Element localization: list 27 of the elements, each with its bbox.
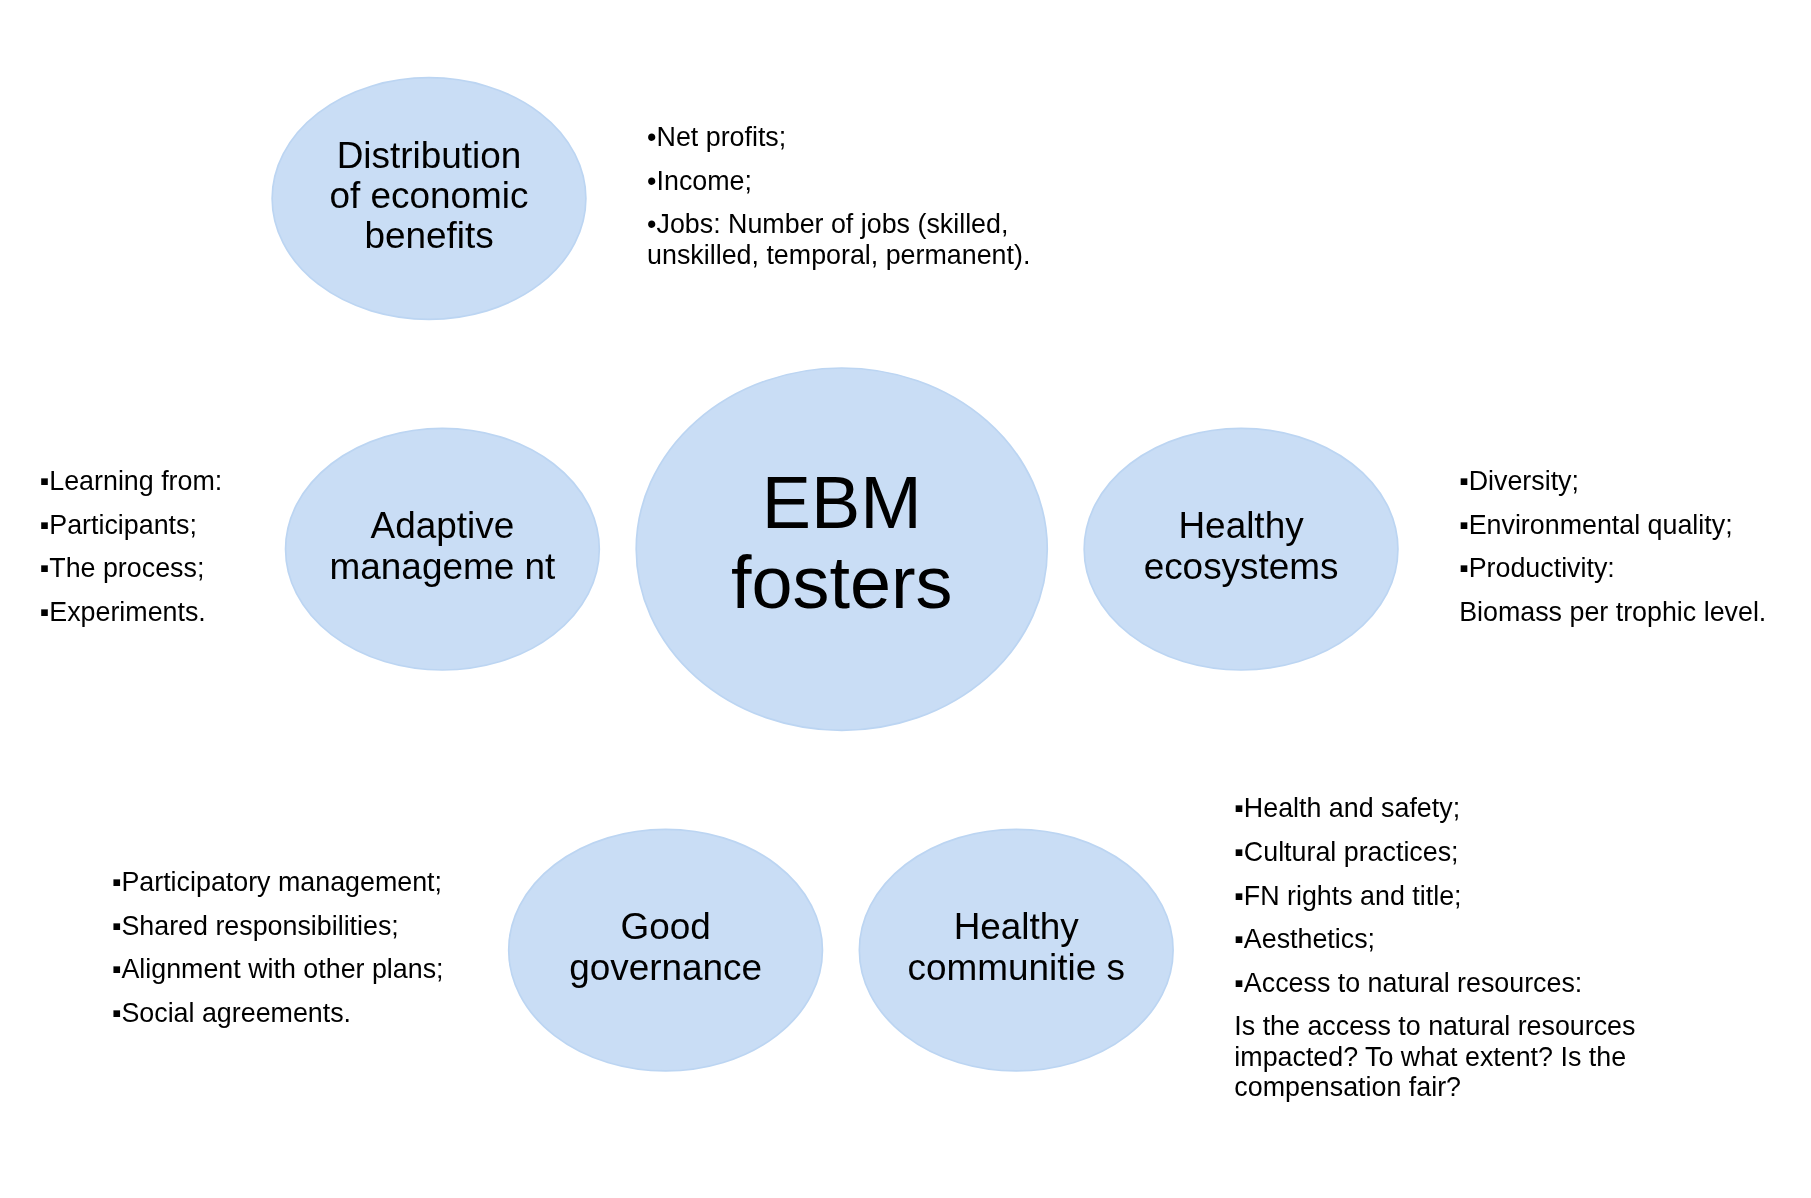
node-label: ▪Shared responsibilities; [111, 910, 399, 941]
node-label: ▪FN rights and title; [1234, 880, 1462, 911]
node-label: •Jobs: Number of jobs (skilled, unskilled, temporal, permanent). [647, 208, 1031, 270]
node-label: ▪Aesthetics; [1234, 923, 1376, 954]
node-label: Biomass per trophic level. [1459, 596, 1767, 627]
node-label: ▪Experiments. [39, 596, 206, 627]
node-label: ▪Participants; [39, 509, 197, 540]
node-label: ▪Cultural practices; [1234, 836, 1459, 867]
node-ellipse: Adaptive manageme nt [284, 427, 601, 671]
node-label: ▪Diversity; [1459, 465, 1579, 496]
node-label: Is the access to natural resources impacted? To what extent? Is the compensation fair? [1234, 1010, 1636, 1102]
node-label: ▪Learning from: [39, 465, 223, 496]
node-ellipse: Good governance [507, 828, 824, 1072]
node-label: ▪Access to natural resources: [1234, 967, 1583, 998]
node-label: •Net profits; [647, 121, 787, 152]
node-label: ▪Productivity: [1459, 552, 1615, 583]
node-label: ▪Alignment with other plans; [111, 953, 444, 984]
node-label: ▪Social agreements. [111, 997, 352, 1028]
node-ellipse: Healthy ecosystems [1083, 427, 1399, 671]
node-ellipse: EBM fosters [635, 366, 1049, 731]
node-label: ▪The process; [39, 552, 205, 583]
node-ellipse: Healthy communitie s [858, 828, 1174, 1072]
node-label: ▪Environmental quality; [1459, 509, 1733, 540]
node-label: ▪Participatory management; [111, 866, 443, 897]
node-label: ▪Health and safety; [1234, 792, 1461, 823]
node-label: •Income; [647, 165, 752, 196]
node-ellipse: Distribution of economic benefits [271, 76, 587, 320]
